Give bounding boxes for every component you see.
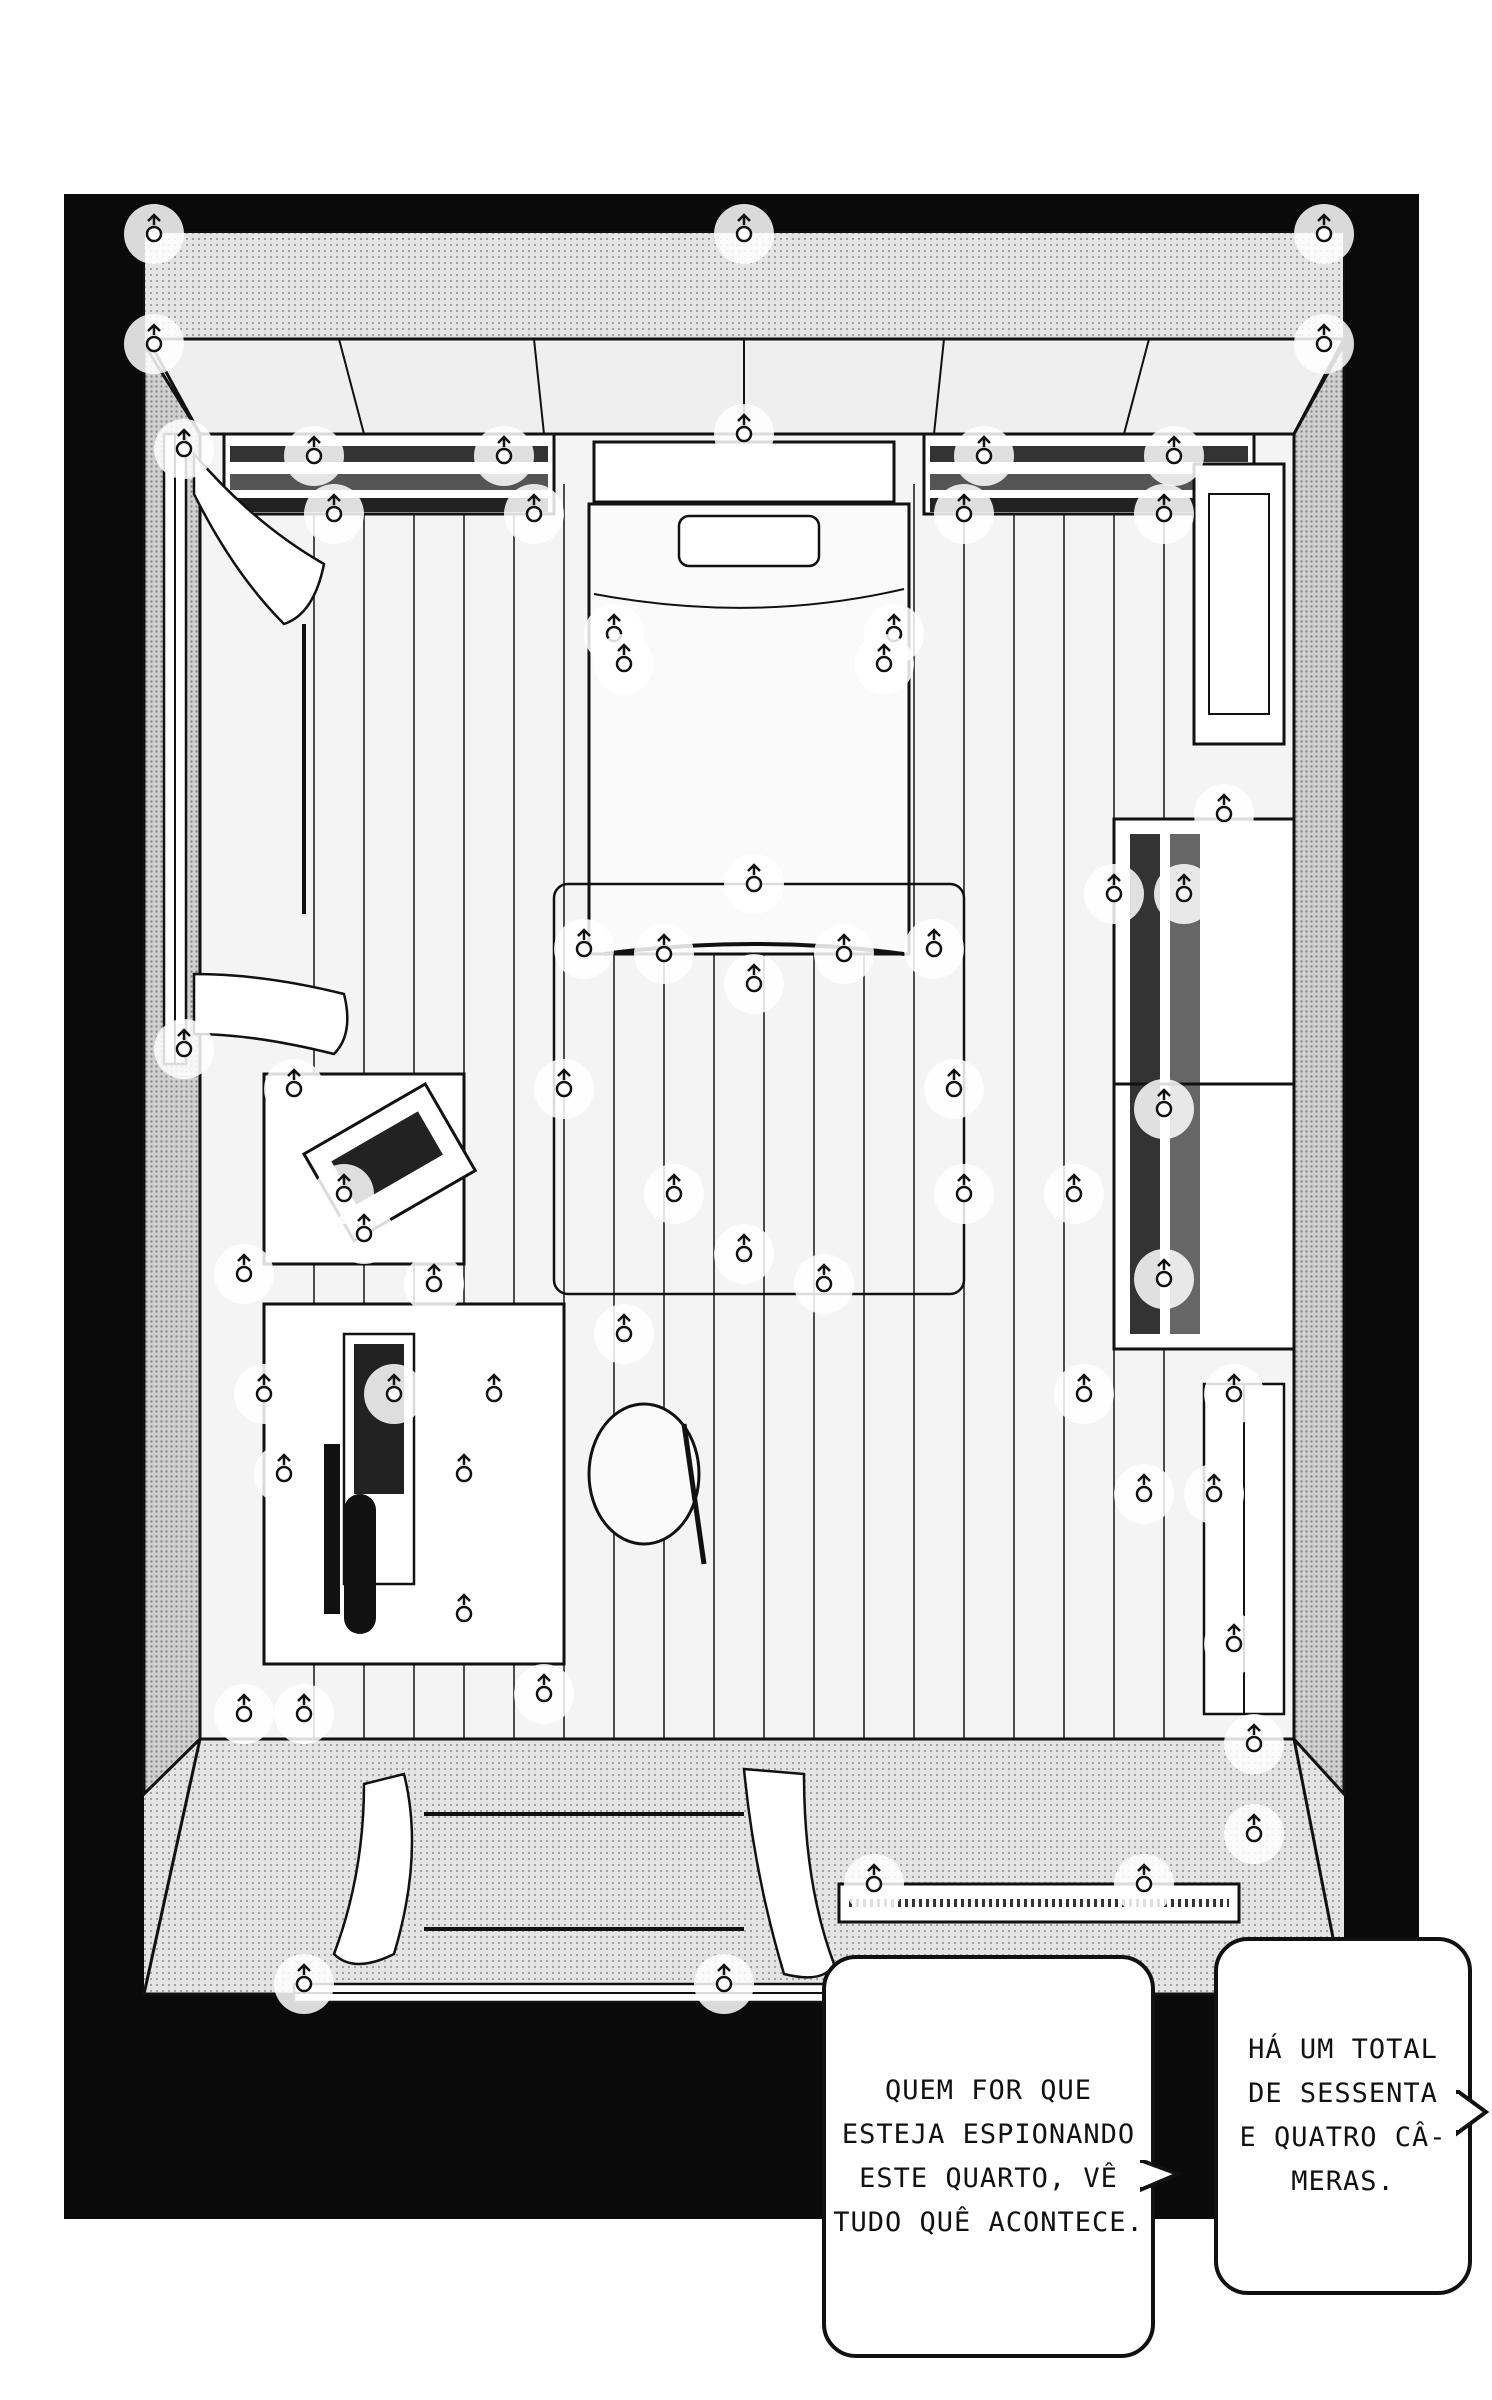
camera-icon (1134, 1079, 1194, 1139)
camera-icon (334, 1204, 394, 1264)
camera-icon (124, 204, 184, 264)
camera-icon (514, 1664, 574, 1724)
camera-icon (714, 404, 774, 464)
camera-icon (1084, 864, 1144, 924)
camera-icon (124, 314, 184, 374)
chair (587, 1402, 707, 1565)
camera-icon (504, 484, 564, 544)
camera-icon (794, 1254, 854, 1314)
camera-icon (634, 924, 694, 984)
camera-icon (154, 419, 214, 479)
camera-icon (694, 1954, 754, 2014)
camera-icon (1114, 1854, 1174, 1914)
right-wall (1292, 338, 1346, 1798)
manga-panel (64, 194, 1419, 2219)
camera-icon (594, 634, 654, 694)
camera-icon (1044, 1164, 1104, 1224)
camera-icon (1204, 1364, 1264, 1424)
camera-icon (434, 1584, 494, 1644)
camera-icon (1134, 1249, 1194, 1309)
camera-icon (814, 924, 874, 984)
camera-icon (644, 1164, 704, 1224)
camera-markers (124, 204, 1354, 2014)
camera-icon (724, 954, 784, 1014)
camera-icon (234, 1364, 294, 1424)
camera-icon (1294, 314, 1354, 374)
speech-text-right: HÁ UM TOTAL DE SESSENTA E QUATRO CÂ- MER… (1239, 2034, 1447, 2197)
camera-icon (1194, 784, 1254, 844)
camera-icon (934, 1164, 994, 1224)
camera-icon (854, 634, 914, 694)
camera-icon (214, 1244, 274, 1304)
camera-icon (714, 1224, 774, 1284)
camera-icon (1184, 1464, 1244, 1524)
camera-icon (154, 1019, 214, 1079)
camera-icon (404, 1254, 464, 1314)
left-window (162, 432, 349, 1066)
camera-icon (594, 1304, 654, 1364)
camera-icon (924, 1059, 984, 1119)
camera-icon (1224, 1714, 1284, 1774)
camera-icon (1144, 426, 1204, 486)
door (1192, 462, 1286, 746)
camera-icon (1294, 204, 1354, 264)
camera-icon (264, 1059, 324, 1119)
camera-icon (1154, 864, 1214, 924)
camera-icon (554, 919, 614, 979)
camera-icon (1204, 1614, 1264, 1674)
speech-bubble-left: QUEM FOR QUE ESTEJA ESPIONANDO ESTE QUAR… (822, 1955, 1155, 2358)
camera-icon (464, 1364, 524, 1424)
camera-icon (434, 1444, 494, 1504)
camera-icon (214, 1684, 274, 1744)
camera-icon (1224, 1804, 1284, 1864)
camera-icon (1134, 484, 1194, 544)
speech-bubble-right: HÁ UM TOTAL DE SESSENTA E QUATRO CÂ- MER… (1214, 1937, 1472, 2295)
camera-icon (364, 1364, 424, 1424)
speech-tail-right (1456, 2090, 1490, 2137)
speech-text-left: QUEM FOR QUE ESTEJA ESPIONANDO ESTE QUAR… (833, 2074, 1144, 2238)
camera-icon (1054, 1364, 1114, 1424)
camera-icon (474, 426, 534, 486)
camera-icon (954, 426, 1014, 486)
camera-icon (714, 204, 774, 264)
camera-icon (274, 1954, 334, 2014)
camera-icon (534, 1059, 594, 1119)
bedroom-floorplan-illustration (64, 194, 1419, 2219)
camera-icon (274, 1684, 334, 1744)
camera-icon (304, 484, 364, 544)
camera-icon (254, 1444, 314, 1504)
camera-icon (934, 484, 994, 544)
camera-icon (1114, 1464, 1174, 1524)
camera-icon (724, 854, 784, 914)
camera-icon (844, 1854, 904, 1914)
camera-icon (284, 426, 344, 486)
camera-icon (904, 919, 964, 979)
speech-tail-left (1140, 2160, 1180, 2193)
